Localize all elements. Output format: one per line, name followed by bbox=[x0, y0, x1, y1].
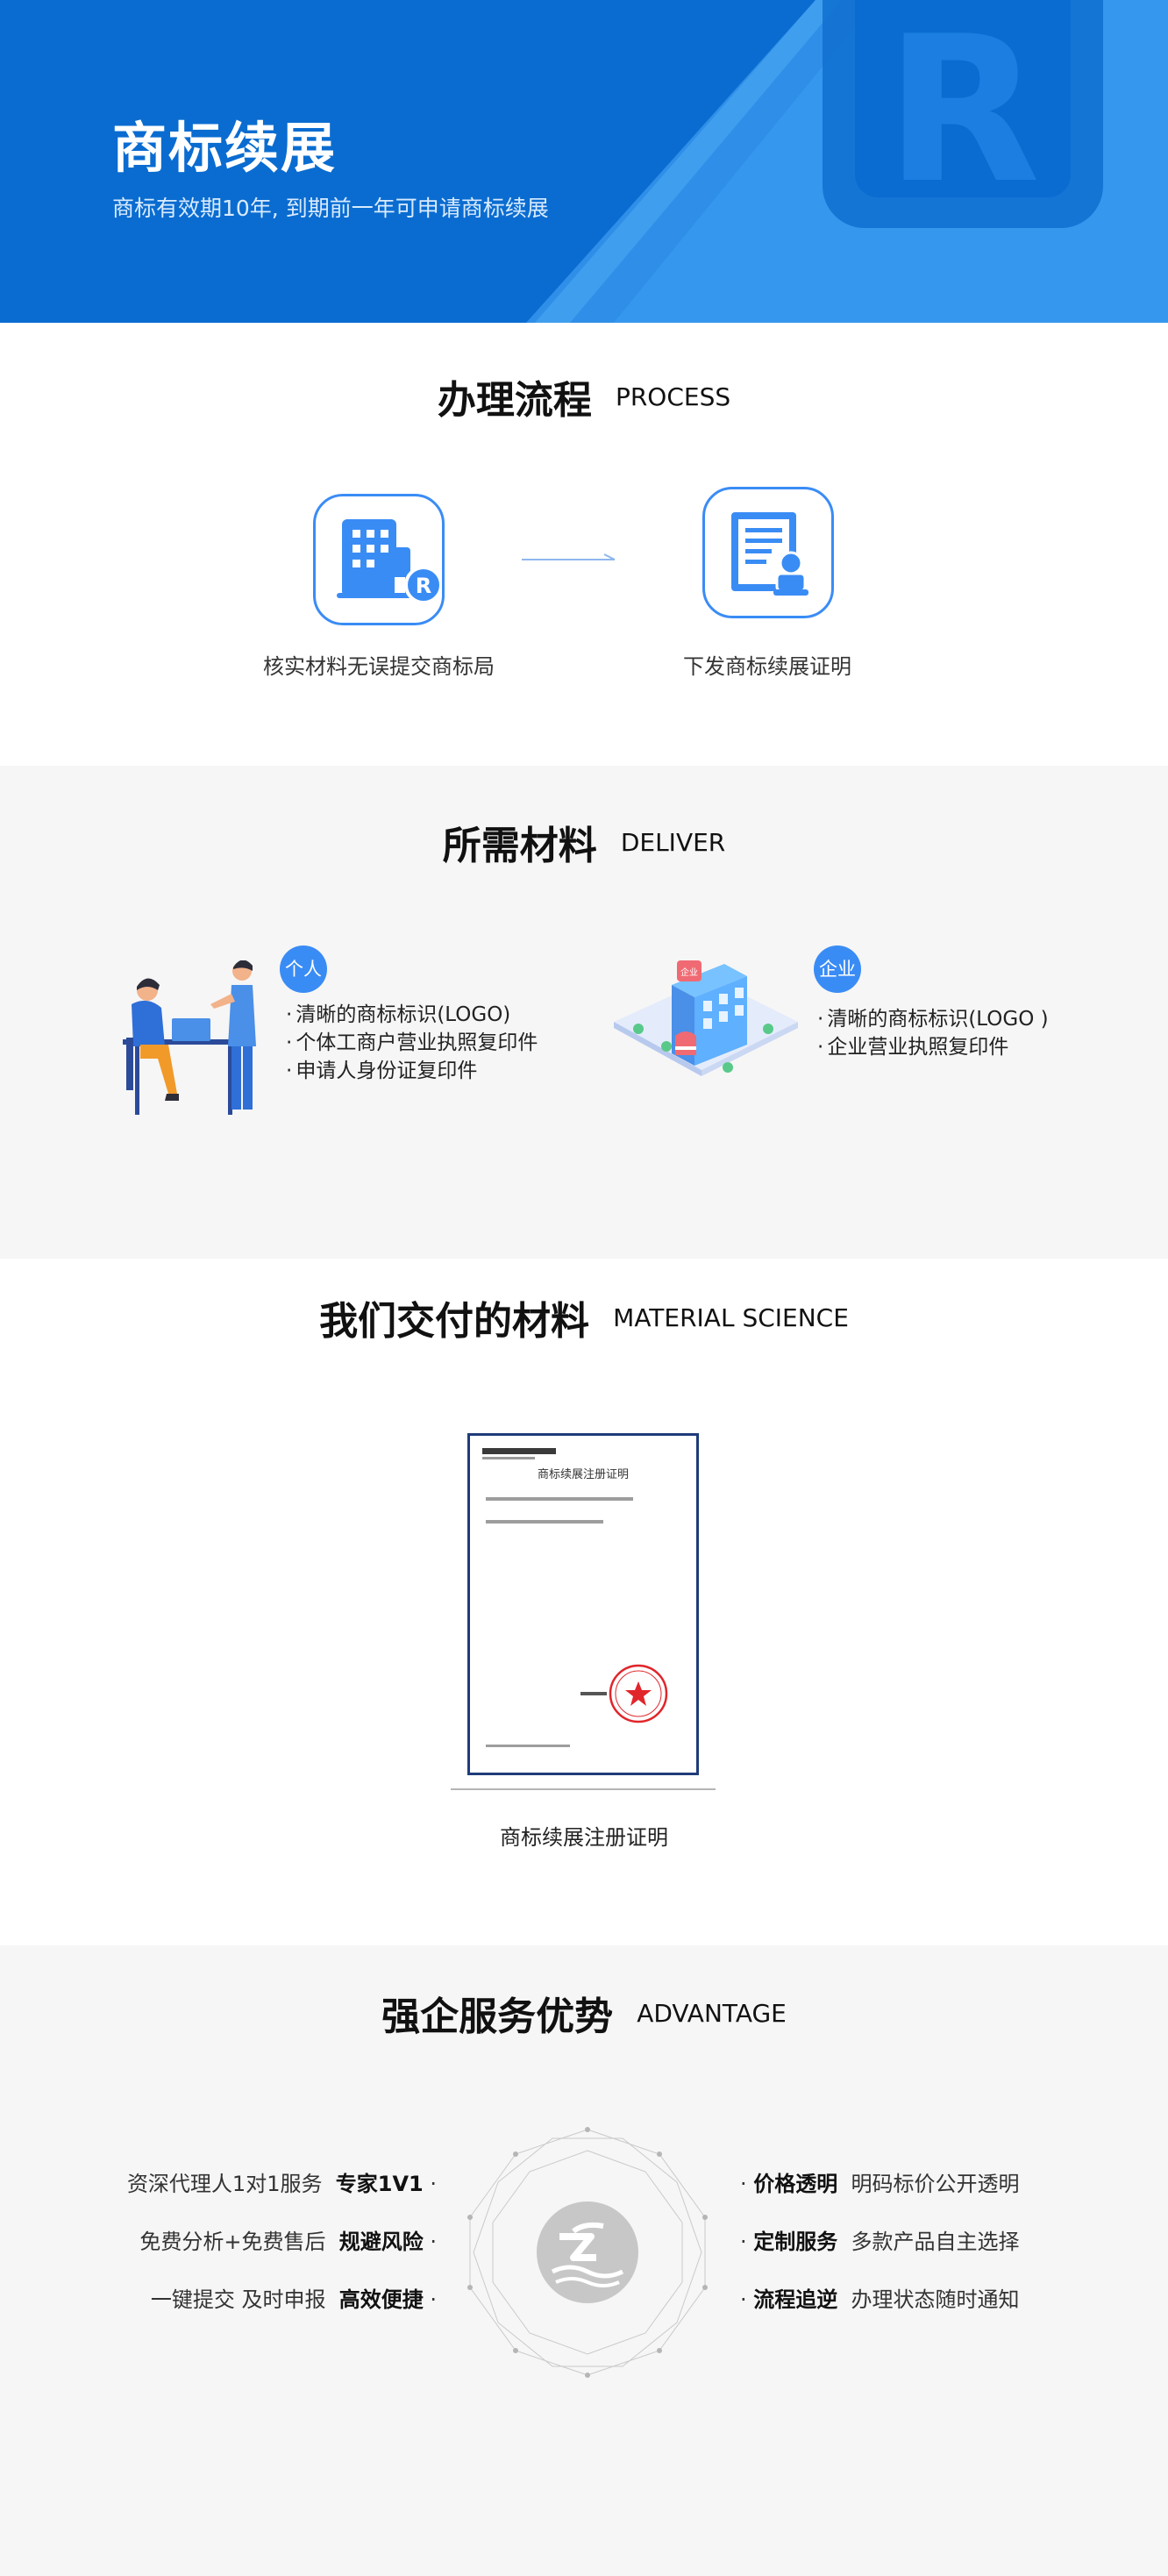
certificate-icon bbox=[731, 512, 808, 596]
enterprise-building-illustration: 企业 bbox=[614, 960, 798, 1076]
certificate-document: 商标续展注册证明 bbox=[467, 1433, 699, 1775]
material-heading: 我们交付的材料 MATERIAL SCIENCE bbox=[0, 1289, 1168, 1345]
svg-text:R: R bbox=[885, 0, 1040, 228]
list-item: 清晰的商标标识(LOGO) bbox=[286, 1001, 538, 1029]
hero-banner: R 商标续展 商标有效期10年, 到期前一年可申请商标续展 bbox=[0, 0, 1168, 323]
svg-text:商标续展注册证明: 商标续展注册证明 bbox=[538, 1468, 629, 1481]
enterprise-requirements-list: 清晰的商标标识(LOGO ) 企业营业执照复印件 bbox=[817, 1005, 1049, 1061]
advantage-right-1: · 价格透明 明码标价公开透明 bbox=[740, 2172, 1020, 2196]
divider bbox=[451, 1788, 716, 1790]
office-worker-illustration bbox=[123, 960, 256, 1115]
company-emblem-icon bbox=[467, 2127, 708, 2378]
material-section: 我们交付的材料 MATERIAL SCIENCE 商标续展注册证明 商标续展注册… bbox=[0, 1259, 1168, 1945]
deliver-heading: 所需材料 DELIVER bbox=[0, 814, 1168, 870]
advantage-title: 强企服务优势 bbox=[381, 1994, 614, 2039]
material-title: 我们交付的材料 bbox=[319, 1299, 590, 1344]
advantage-left-3: 一键提交 及时申报 高效便捷 · bbox=[150, 2287, 437, 2312]
badge-enterprise: 企业 bbox=[814, 945, 861, 993]
certificate-contents: 商标续展注册证明 bbox=[482, 1448, 668, 1747]
official-seal-icon bbox=[609, 1664, 668, 1723]
hero-background: R bbox=[0, 0, 1168, 323]
deliver-section: 所需材料 DELIVER 个人 清晰的商标标识(LOGO) 个体工商户营业执照复… bbox=[0, 766, 1168, 1259]
step-1-label: 核实材料无误提交商标局 bbox=[263, 654, 495, 679]
advantage-right-3: · 流程追逆 办理状态随时通知 bbox=[740, 2287, 1020, 2312]
list-item: 清晰的商标标识(LOGO ) bbox=[817, 1005, 1048, 1033]
registered-r-icon: R bbox=[823, 0, 1103, 228]
process-title: 办理流程 bbox=[437, 378, 592, 423]
list-item: 个体工商户营业执照复印件 bbox=[286, 1029, 538, 1057]
step-2-icon-box bbox=[702, 487, 834, 618]
advantage-section: 强企服务优势 ADVANTAGE 资深代理人1对1服务 专家1V1 · 免费分析… bbox=[0, 1945, 1168, 2576]
svg-text:企业: 企业 bbox=[680, 967, 698, 978]
hero-title: 商标续展 bbox=[112, 116, 338, 180]
advantage-title-en: ADVANTAGE bbox=[637, 1998, 787, 2028]
process-section: 办理流程 PROCESS R 核实材料无误提交商标局 bbox=[0, 323, 1168, 766]
deliver-title-en: DELIVER bbox=[620, 827, 726, 857]
arrow-right-icon bbox=[522, 553, 616, 560]
svg-text:R: R bbox=[416, 574, 431, 598]
list-item: 企业营业执照复印件 bbox=[817, 1033, 1049, 1061]
certificate-caption: 商标续展注册证明 bbox=[500, 1825, 668, 1850]
step-1-icon-box: R bbox=[313, 494, 445, 625]
process-heading: 办理流程 PROCESS bbox=[0, 368, 1168, 425]
step-2-label: 下发商标续展证明 bbox=[683, 654, 851, 679]
building-r-icon: R bbox=[337, 519, 443, 604]
deliver-title: 所需材料 bbox=[442, 824, 597, 868]
material-title-en: MATERIAL SCIENCE bbox=[613, 1302, 849, 1332]
advantage-heading: 强企服务优势 ADVANTAGE bbox=[0, 1985, 1168, 2041]
advantage-right-2: · 定制服务 多款产品自主选择 bbox=[740, 2230, 1020, 2254]
list-item: 申请人身份证复印件 bbox=[286, 1057, 538, 1085]
badge-personal: 个人 bbox=[280, 945, 327, 993]
personal-requirements-list: 清晰的商标标识(LOGO) 个体工商户营业执照复印件 申请人身份证复印件 bbox=[286, 1001, 538, 1085]
hero-subtitle: 商标有效期10年, 到期前一年可申请商标续展 bbox=[112, 196, 549, 221]
process-title-en: PROCESS bbox=[615, 382, 731, 411]
advantage-left-1: 资深代理人1对1服务 专家1V1 · bbox=[126, 2172, 437, 2196]
advantage-left-2: 免费分析+免费售后 规避风险 · bbox=[139, 2230, 437, 2254]
